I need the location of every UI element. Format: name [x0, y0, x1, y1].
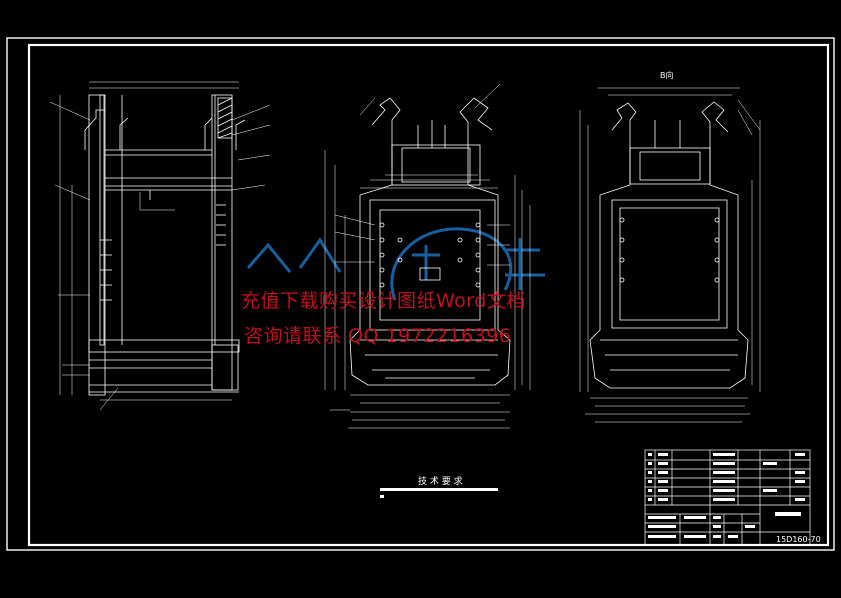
watermark-line-2: 咨询请联系 QQ 1972216396: [244, 325, 512, 347]
watermark-line-1: 充值下载购买设计图纸Word文档: [241, 290, 526, 312]
right-view-dimensions: [579, 87, 761, 423]
tech-requirements-notes: [380, 488, 498, 498]
middle-view-dimensions: [324, 83, 531, 429]
b-view-label: B向: [660, 71, 674, 80]
left-elevation-view: [84, 94, 246, 396]
middle-front-view: [349, 97, 511, 386]
tech-requirements-title: 技 术 要 求: [418, 477, 463, 487]
right-b-view: [589, 101, 749, 389]
inner-border: [27, 43, 830, 547]
watermark-logo: [246, 227, 545, 301]
title-block-marks: [648, 453, 805, 538]
drawing-number: 15D160-70: [776, 535, 821, 544]
outer-border: [6, 37, 835, 551]
left-view-dimensions: [49, 81, 271, 411]
title-block: [644, 449, 811, 546]
